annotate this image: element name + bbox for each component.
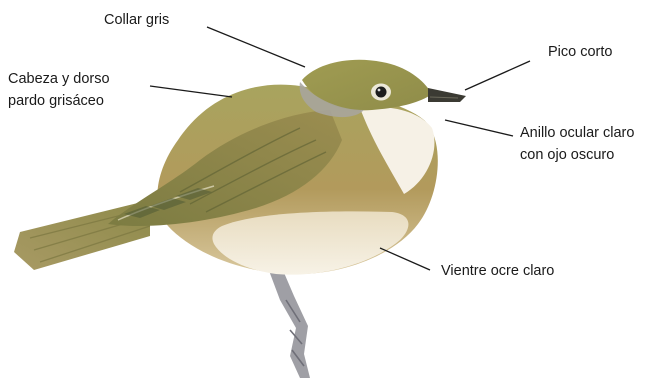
leader-line-bill xyxy=(465,61,530,90)
bird-bill xyxy=(428,88,466,102)
leader-line-collar xyxy=(207,27,305,67)
label-head-back-line-1: Cabeza y dorso xyxy=(8,68,110,90)
label-head-back: Cabeza y dorso pardo grisáceo xyxy=(8,68,110,112)
leader-line-eye-ring xyxy=(445,120,513,136)
bird-eye xyxy=(371,84,391,101)
label-belly: Vientre ocre claro xyxy=(441,260,554,282)
label-eye-ring-line-2: con ojo oscuro xyxy=(520,144,634,166)
label-eye-ring-line-1: Anillo ocular claro xyxy=(520,122,634,144)
label-belly-text: Vientre ocre claro xyxy=(441,260,554,282)
leader-line-belly xyxy=(380,248,430,270)
label-head-back-line-2: pardo grisáceo xyxy=(8,90,110,112)
label-bill: Pico corto xyxy=(548,41,612,63)
label-collar: Collar gris xyxy=(104,9,169,31)
label-bill-text: Pico corto xyxy=(548,41,612,63)
label-collar-text: Collar gris xyxy=(104,9,169,31)
bird-leg xyxy=(268,268,310,378)
label-eye-ring: Anillo ocular claro con ojo oscuro xyxy=(520,122,634,166)
leader-line-head-back xyxy=(150,86,232,97)
